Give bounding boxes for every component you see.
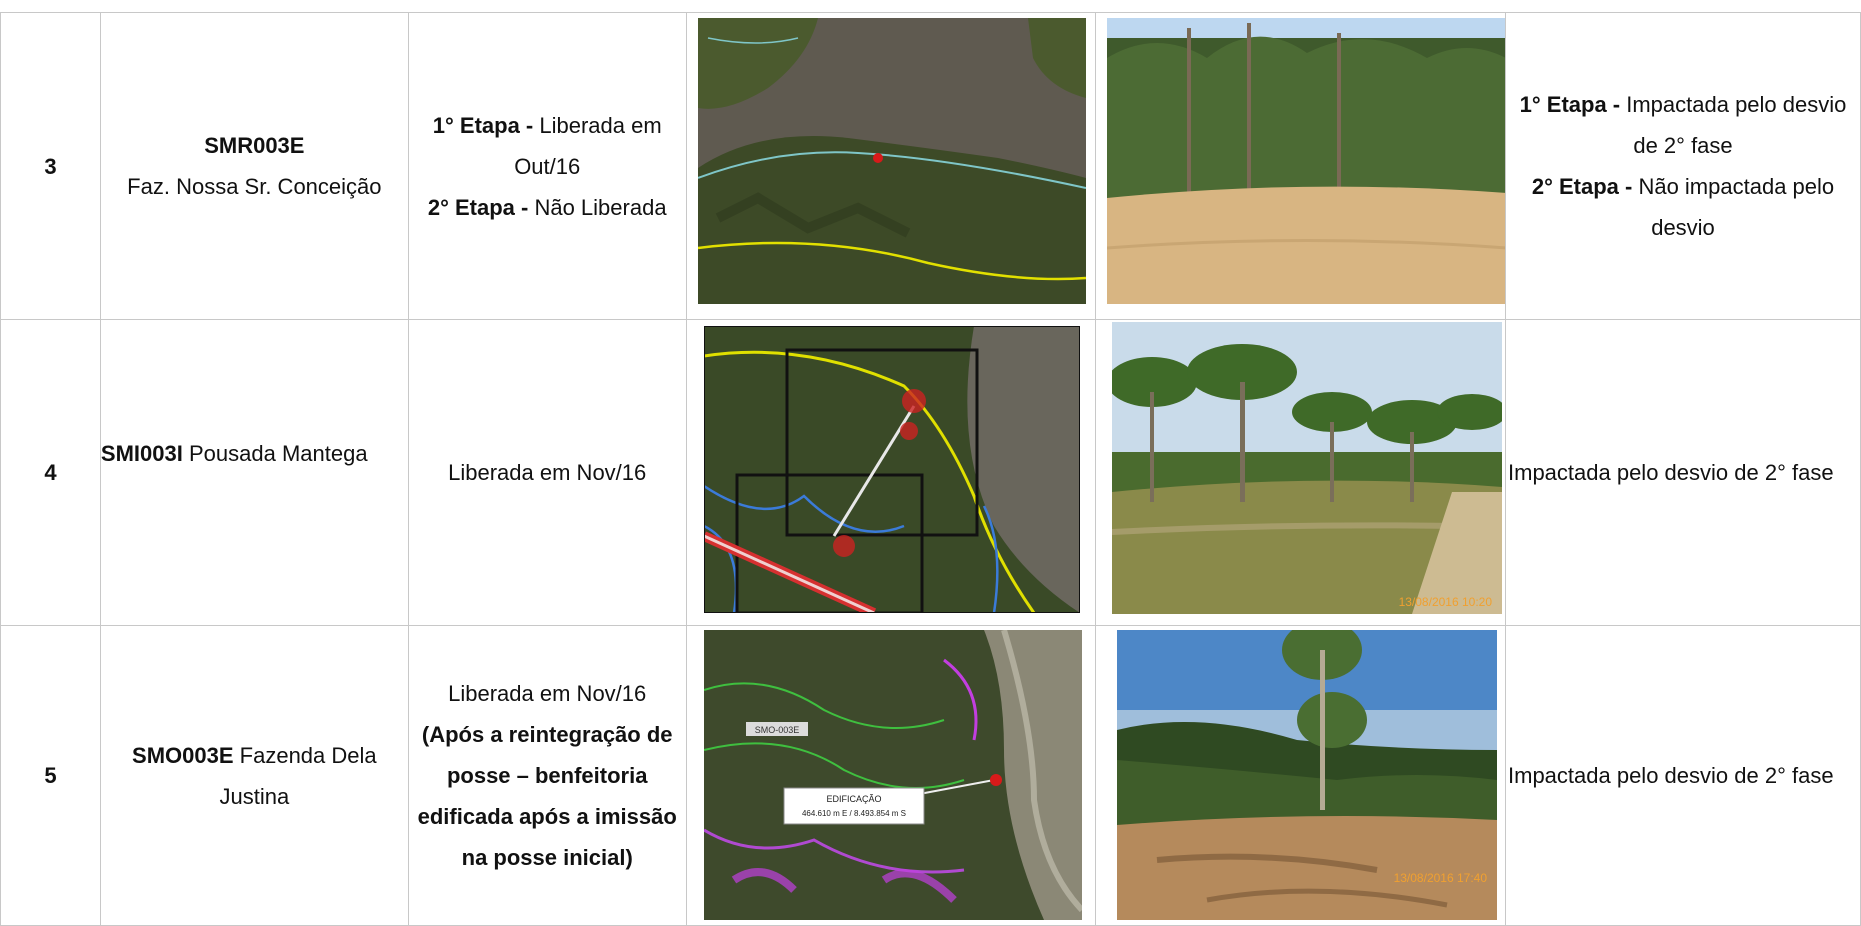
stage-label: 2° Etapa -	[427, 194, 535, 220]
cleared-forest-photo	[1107, 18, 1505, 304]
aerial-map-edification-image: SMO-003E EDIFICAÇÃO 464.610 m E / 8.493.…	[703, 630, 1082, 920]
table-row: 4 SMI003I Pousada Mantega Liberada em No…	[0, 319, 1861, 626]
photo-timestamp: 13/08/2016 10:20	[1399, 595, 1493, 609]
stage-text: Liberada em Out/16	[514, 112, 662, 179]
map-cell	[685, 12, 1097, 320]
property-table: 3 SMR003E Faz. Nossa Sr. Conceição 1° Et…	[0, 12, 1861, 926]
table-row: 3 SMR003E Faz. Nossa Sr. Conceição 1° Et…	[0, 12, 1861, 320]
property-name: Pousada Mantega	[188, 441, 368, 466]
status-note: (Após a reintegração de posse – benfeito…	[417, 722, 677, 870]
impact-cell: Impactada pelo desvio de 2° fase	[1505, 625, 1861, 926]
property-cell: SMR003E Faz. Nossa Sr. Conceição	[99, 12, 409, 320]
photo-cell: 13/08/2016 17:40	[1095, 625, 1506, 926]
map-label-coords: 464.610 m E / 8.493.854 m S	[802, 809, 906, 818]
status-text: Liberada em Nov/16	[448, 681, 647, 706]
release-status-cell: 1° Etapa - Liberada em Out/16 2° Etapa -…	[407, 12, 687, 320]
stage-label: 2° Etapa -	[1531, 174, 1639, 199]
map-cell: SMO-003E EDIFICAÇÃO 464.610 m E / 8.493.…	[685, 625, 1097, 926]
impact-text: Não impactada pelo desvio	[1638, 174, 1835, 240]
palm-trees-photo: 13/08/2016 10:20	[1112, 322, 1503, 614]
property-cell: SMI003I Pousada Mantega	[99, 319, 409, 626]
stage-text: Não Liberada	[534, 194, 667, 220]
release-status-cell: Liberada em Nov/16 (Após a reintegração …	[407, 625, 687, 926]
property-code: SMI003I	[100, 441, 183, 466]
row-number: 4	[0, 319, 101, 626]
map-cell	[685, 319, 1097, 626]
aerial-map-river-image	[697, 18, 1086, 304]
table-row: 5 SMO003E Fazenda Dela Justina Liberada …	[0, 625, 1861, 926]
aerial-map-property-image	[703, 326, 1080, 613]
map-label-tag: SMO-003E	[754, 725, 799, 735]
impact-text: Impactada pelo desvio de 2° fase	[1626, 92, 1847, 158]
property-name: Faz. Nossa Sr. Conceição	[127, 174, 382, 199]
stage-label: 1° Etapa -	[432, 112, 540, 138]
property-code: SMO003E	[132, 742, 234, 768]
property-code: SMR003E	[204, 133, 305, 158]
stage-label: 1° Etapa -	[1519, 92, 1627, 117]
row-number: 5	[0, 625, 101, 926]
photo-cell	[1095, 12, 1506, 320]
row-number: 3	[0, 12, 101, 320]
impact-cell: 1° Etapa - Impactada pelo desvio de 2° f…	[1505, 12, 1861, 320]
release-status-cell: Liberada em Nov/16	[407, 319, 687, 626]
map-label-title: EDIFICAÇÃO	[826, 794, 881, 804]
photo-timestamp: 13/08/2016 17:40	[1394, 871, 1488, 885]
eucalyptus-clearing-photo: 13/08/2016 17:40	[1117, 630, 1498, 920]
photo-cell: 13/08/2016 10:20	[1095, 319, 1506, 626]
impact-cell: Impactada pelo desvio de 2° fase	[1505, 319, 1861, 626]
property-cell: SMO003E Fazenda Dela Justina	[99, 625, 409, 926]
property-name: Fazenda Dela Justina	[219, 742, 377, 809]
